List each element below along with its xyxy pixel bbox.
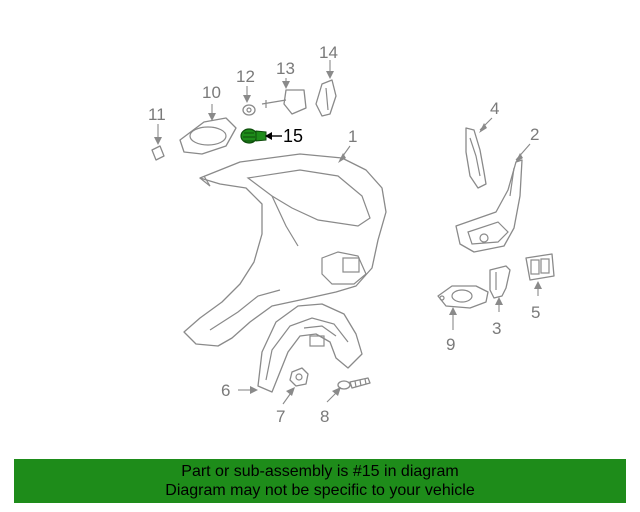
callout-3: 3 <box>492 319 501 338</box>
callout-13: 13 <box>276 59 295 78</box>
bolt-part[interactable] <box>337 377 371 390</box>
callout-10: 10 <box>202 83 221 102</box>
trim-part[interactable] <box>179 117 237 155</box>
grommet-part[interactable] <box>242 104 256 116</box>
leader-lines <box>154 60 542 405</box>
callout-7: 7 <box>276 407 285 426</box>
callout-8: 8 <box>320 407 329 426</box>
callout-9: 9 <box>446 335 455 354</box>
callout-12: 12 <box>236 67 255 86</box>
pillar-part[interactable] <box>465 127 487 189</box>
parts-diagram: 1 2 3 4 5 6 7 8 9 10 11 12 13 14 15 <box>148 43 555 426</box>
callout-5: 5 <box>531 303 540 322</box>
callout-11: 11 <box>148 105 166 124</box>
banner-line-1: Part or sub-assembly is #15 in diagram <box>181 463 459 480</box>
nut-part[interactable] <box>289 367 309 387</box>
quarter-panel-part[interactable] <box>183 153 387 347</box>
highlighted-part-15[interactable] <box>240 128 267 144</box>
callout-6: 6 <box>221 381 230 400</box>
filler-housing-part[interactable] <box>437 285 489 309</box>
banner-line-2: Diagram may not be specific to your vehi… <box>165 482 475 499</box>
bracket-part[interactable] <box>489 265 511 299</box>
inner-panel-part[interactable] <box>455 159 523 253</box>
callout-4: 4 <box>490 99 499 118</box>
info-banner: Part or sub-assembly is #15 in diagram D… <box>14 459 626 503</box>
fuel-door-part[interactable] <box>525 253 555 281</box>
callout-15: 15 <box>283 126 303 146</box>
callout-2: 2 <box>530 125 539 144</box>
clip-part[interactable] <box>151 145 165 161</box>
callout-1: 1 <box>348 127 357 146</box>
hinge-part[interactable] <box>315 79 337 117</box>
wheelhouse-liner-part[interactable] <box>257 303 363 393</box>
actuator-part[interactable] <box>261 89 307 115</box>
callout-14: 14 <box>319 43 338 62</box>
